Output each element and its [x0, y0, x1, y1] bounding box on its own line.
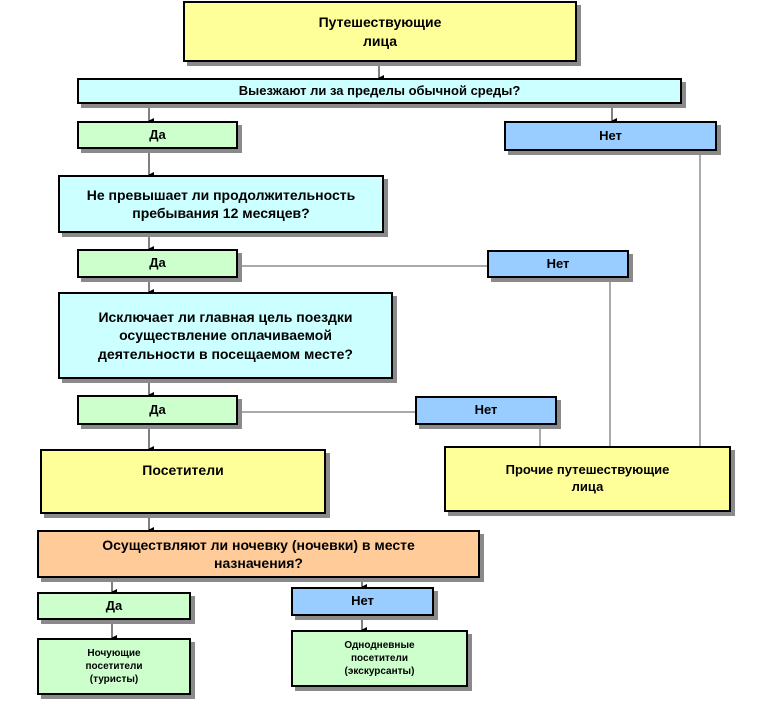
node-question-leave-environment: Выезжают ли за пределы обычной среды?	[77, 78, 682, 104]
node-yes-3-label: Да	[149, 401, 166, 417]
node-no-2: Нет	[487, 250, 629, 278]
node-no-3: Нет	[415, 396, 557, 425]
node-question-duration-label: Не превышает ли продолжительность пребыв…	[86, 186, 356, 221]
node-visitors-label: Посетители	[142, 462, 224, 478]
node-no-1: Нет	[504, 121, 717, 151]
node-question-overnight-label: Осуществляют ли ночевку (ночевки) в мест…	[102, 536, 415, 571]
node-yes-3: Да	[77, 395, 238, 425]
node-no-2-label: Нет	[546, 255, 570, 271]
node-overnight-visitors-label: Ночующие посетители (туристы)	[85, 648, 143, 685]
node-question-duration: Не превышает ли продолжительность пребыв…	[58, 175, 384, 233]
node-yes-2-label: Да	[149, 255, 166, 271]
node-no-4: Нет	[291, 587, 434, 616]
node-same-day-visitors: Однодневные посетители (экскурсанты)	[291, 630, 468, 687]
node-no-1-label: Нет	[599, 127, 622, 143]
node-question-purpose-label: Исключает ли главная цель поездки осущес…	[98, 309, 353, 362]
node-no-3-label: Нет	[474, 402, 498, 418]
node-yes-4-label: Да	[105, 597, 123, 613]
node-overnight-visitors: Ночующие посетители (туристы)	[37, 638, 191, 695]
node-visitors: Посетители	[40, 449, 326, 514]
node-yes-1: Да	[77, 121, 238, 149]
node-yes-1-label: Да	[149, 126, 166, 142]
node-yes-4: Да	[37, 592, 191, 620]
node-travelers: Путешествующие лица	[183, 1, 577, 62]
node-yes-2: Да	[77, 249, 238, 278]
node-same-day-visitors-label: Однодневные посетители (экскурсанты)	[344, 640, 415, 677]
node-no-4-label: Нет	[351, 593, 374, 609]
node-question-overnight: Осуществляют ли ночевку (ночевки) в мест…	[37, 530, 480, 578]
node-question-purpose: Исключает ли главная цель поездки осущес…	[58, 292, 393, 379]
node-question-leave-environment-label: Выезжают ли за пределы обычной среды?	[238, 82, 521, 98]
node-other-travelers-label: Прочие путешествующие лица	[505, 462, 670, 494]
node-other-travelers: Прочие путешествующие лица	[444, 446, 731, 512]
node-travelers-label: Путешествующие лица	[318, 14, 442, 49]
